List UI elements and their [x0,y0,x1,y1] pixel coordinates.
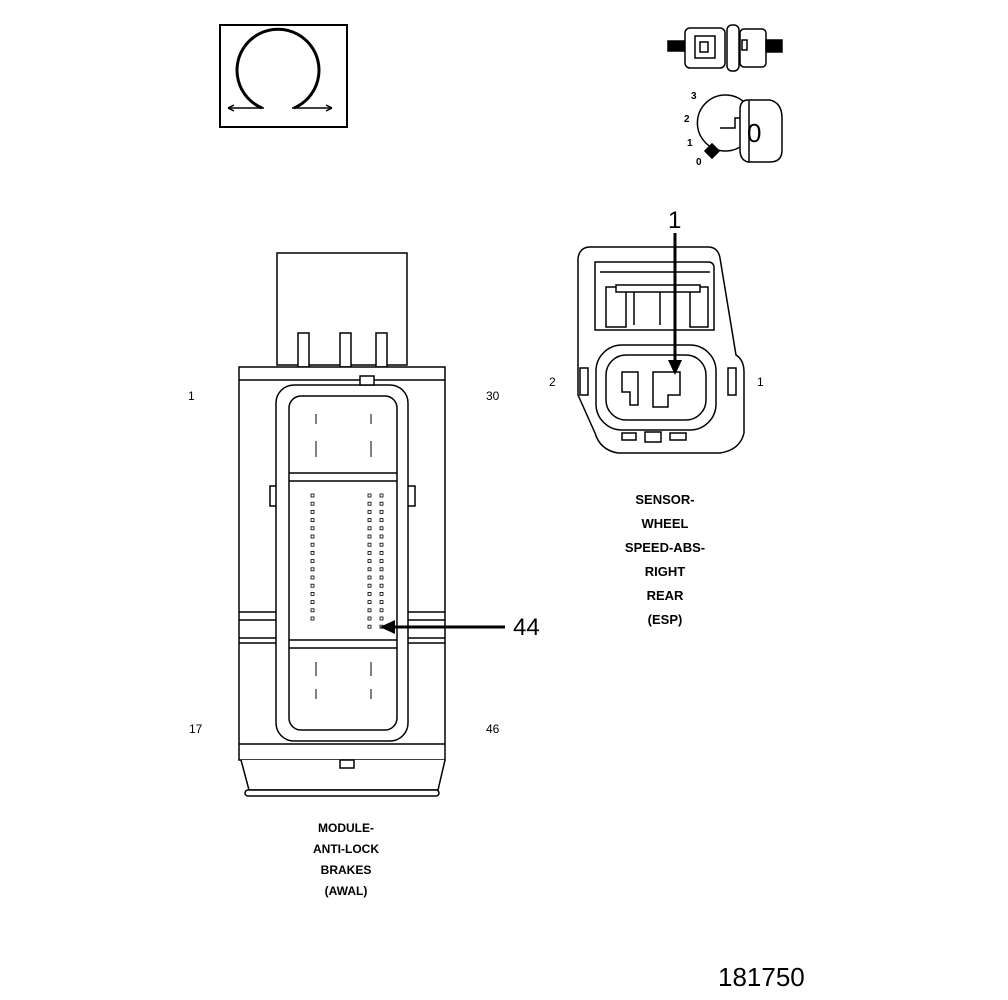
pin-cavity [310,501,315,506]
pin-cavity [379,534,384,539]
module-pin-label-30: 30 [486,389,500,403]
ignition-key-icon [696,94,783,163]
sensor-pin-label-1: 1 [757,375,764,389]
sensor-connector-drawing [577,246,745,454]
pin-cavity [367,624,372,629]
pin-cavity [310,518,315,522]
module-connector-drawing [238,252,446,797]
pin-cavity [379,493,384,498]
sensor-caption: SENSOR- WHEEL SPEED-ABS- RIGHT REAR (ESP… [595,488,735,632]
pin-cavity [367,583,372,588]
module-caption-line: BRAKES [320,863,372,877]
pin-cavity [379,575,384,580]
pin-cavity [379,551,384,555]
pin-cavity [367,559,372,563]
pin-cavity [379,583,384,588]
pin-cavity [310,616,315,621]
pin-cavity [310,608,315,613]
sensor-caption-line: (ESP) [647,612,683,627]
pin-cavity [379,559,384,563]
ohm-resistance-icon [219,24,348,128]
pin-cavity [367,501,372,506]
module-caption-line: MODULE- [318,821,374,835]
disconnected-connector-icon [667,24,783,72]
pin-cavity [310,542,315,547]
pin-cavity [310,567,315,572]
pin-cavity [367,509,372,514]
pin-cavity [367,608,372,613]
pin-cavity [310,600,315,604]
pin-cavity [379,501,384,506]
module-pin-label-1: 1 [188,389,195,403]
pin-cavity [367,534,372,539]
sensor-callout-1: 1 [668,207,682,234]
pin-cavity [379,518,384,522]
sensor-pin-label-2: 2 [549,375,556,389]
callout-1-arrow [668,233,682,375]
pin-cavity [310,592,315,596]
pin-cavity [379,600,384,604]
pin-cavity [379,616,384,621]
ignition-position-1: 1 [687,138,693,149]
module-pin-label-17: 17 [189,722,203,736]
callout-44-arrow [380,620,505,634]
pin-cavity [379,509,384,514]
pin-cavity [379,567,384,572]
module-pin-cavities [315,414,372,699]
ignition-position-2: 2 [684,114,690,125]
pin-cavity [367,526,372,531]
module-pin-label-46: 46 [486,722,500,736]
pin-cavity [310,551,315,555]
sensor-caption-line: SENSOR- [635,492,695,507]
ignition-position-0: 0 [696,157,702,168]
pin-cavity [310,493,315,498]
pin-cavity [310,583,315,588]
pin-cavity [367,616,372,621]
pin-cavity [367,493,372,498]
pin-cavity [367,567,372,572]
pin-cavity [379,608,384,613]
pin-cavity [310,575,315,580]
figure-number: 181750 [718,962,805,992]
pin-cavity [367,551,372,555]
pin-cavity [367,600,372,604]
sensor-caption-line: SPEED-ABS- [624,540,706,555]
pin-cavity [367,542,372,547]
pin-cavity [367,592,372,596]
sensor-caption-line: WHEEL [641,516,689,531]
pin-cavity [379,526,384,531]
sensor-caption-line: RIGHT [644,564,686,579]
pin-cavity [379,592,384,596]
sensor-caption-line: REAR [646,588,684,603]
pin-cavity [310,509,315,514]
module-callout-44: 44 [513,614,540,641]
pin-cavity [310,559,315,563]
ignition-position-3: 3 [691,91,697,102]
pin-cavity [367,518,372,522]
pin-cavity [379,542,384,547]
module-pin-dots [310,493,384,629]
module-caption: MODULE- ANTI-LOCK BRAKES (AWAL) [281,818,411,902]
pin-cavity [367,575,372,580]
module-caption-line: ANTI-LOCK [313,842,379,856]
module-caption-line: (AWAL) [324,884,368,898]
pin-cavity [310,534,315,539]
pin-cavity [310,526,315,531]
ignition-key-text: 0 [747,118,762,148]
